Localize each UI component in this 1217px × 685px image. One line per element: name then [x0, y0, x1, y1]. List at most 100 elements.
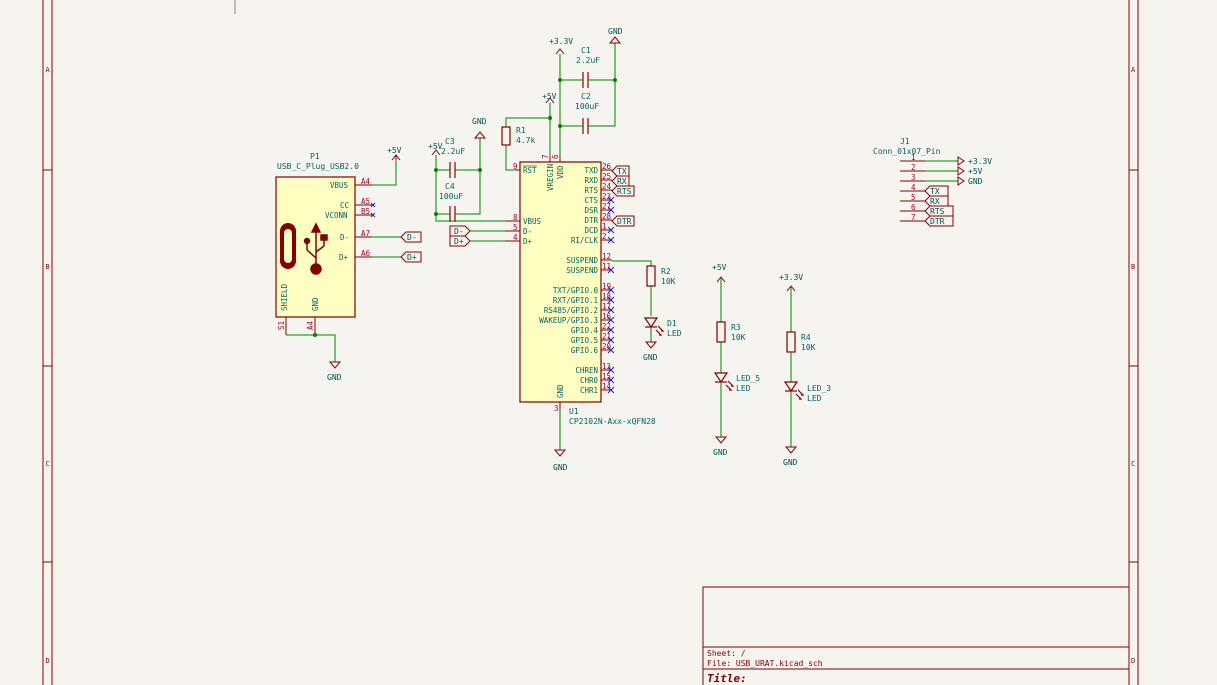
j1-pinnum-6: 6 — [911, 203, 916, 212]
svg-text:GND: GND — [608, 27, 623, 36]
j1-value: Conn_01x07_Pin — [873, 147, 941, 156]
svg-text:LED: LED — [736, 384, 751, 393]
power-5v-u1: +5V — [542, 92, 557, 104]
u1-pin-23: CTS — [584, 196, 598, 205]
svg-text:4.7k: 4.7k — [516, 136, 535, 145]
u1-pin-21: GPIO.5 — [571, 336, 598, 345]
label-dminus-p1: D- — [400, 231, 422, 243]
u1-pin-2: RI/CLK — [571, 236, 599, 245]
u1-pinnum-19: 19 — [602, 282, 611, 291]
u1-pinnum-18: 18 — [602, 292, 612, 301]
u1-pin-14: CHR1 — [580, 386, 598, 395]
u1-pinnum-24: 24 — [602, 182, 612, 191]
j1-pinnum-2: 2 — [911, 163, 916, 172]
svg-text:6: 6 — [551, 154, 560, 159]
power-gnd-c3: GND — [472, 117, 487, 139]
capacitor-c1[interactable]: C1 2.2uF — [576, 46, 600, 88]
p1-value: USB_C_Plug_USB2.0 — [277, 162, 359, 171]
label-dminus-u1: D- — [449, 225, 471, 237]
capacitor-c2[interactable]: C2 100uF — [575, 92, 599, 134]
svg-text:LED: LED — [807, 394, 822, 403]
svg-text:R4: R4 — [801, 333, 811, 342]
led-d1[interactable]: D1 LED GND — [643, 286, 682, 362]
resistor-r4[interactable]: R4 10K — [786, 286, 816, 353]
p1-pinnum-a4: A4 — [361, 177, 371, 186]
u1-pinnum-12: 12 — [602, 252, 611, 261]
u1-pin-15: CHR0 — [580, 376, 599, 385]
j1-net-2: +5V — [968, 167, 983, 176]
label-rts-u1: RTS — [611, 185, 635, 197]
svg-text:R1: R1 — [516, 126, 526, 135]
title-block: Sheet: / File: USB_URAT.kicad_sch Title: — [702, 586, 1130, 685]
power-5v-c3: +5V — [428, 142, 443, 156]
svg-text:C3: C3 — [445, 137, 455, 146]
row-letter-d-left: D — [46, 657, 50, 665]
u1-pin-dminus: D- — [523, 227, 532, 236]
label-rx-u1: RX — [611, 175, 630, 187]
u1-pin-vbus: VBUS — [523, 217, 542, 226]
u1-pin-gnd: GND — [556, 384, 565, 398]
p1-pin-cc: CC — [340, 201, 349, 210]
u1-cp2102n[interactable]: 9 8 5 4 RST VBUS D- D+ 7 6 VREGIN VDD 3 … — [505, 154, 656, 426]
svg-text:D+: D+ — [407, 253, 417, 262]
u1-pin-12: SUSPEND — [566, 256, 598, 265]
svg-text:+5V: +5V — [387, 146, 402, 155]
svg-text:D-: D- — [454, 227, 464, 236]
svg-text:R2: R2 — [661, 267, 671, 276]
capacitor-c3[interactable]: C3 2.2uF — [441, 137, 465, 178]
u1-pinnum-2: 2 — [602, 232, 607, 241]
u1-pinnum-26: 26 — [602, 162, 612, 171]
svg-text:RX: RX — [617, 177, 627, 186]
u1-pin-11: SUSPEND — [566, 266, 598, 275]
u1-pin-24: RTS — [584, 186, 598, 195]
svg-text:+3.3V: +3.3V — [549, 37, 573, 46]
power-gnd-c1: GND — [608, 27, 623, 44]
p1-pin-gnd: GND — [311, 297, 320, 311]
svg-text:C2: C2 — [581, 92, 591, 101]
resistor-r1[interactable]: R1 4.7k — [501, 126, 535, 146]
u1-ref: U1 — [569, 407, 579, 416]
row-letter-b-left: B — [46, 263, 50, 271]
u1-pinnum-17: 17 — [602, 302, 611, 311]
resistor-r2[interactable]: R2 10K — [646, 265, 676, 287]
svg-text:LED_5: LED_5 — [736, 374, 760, 383]
p1-pinnum-b5: B5 — [361, 207, 370, 216]
p1-usb-c-connector[interactable]: P1 USB_C_Plug_USB2.0 VBUS CC VCONN D- D+… — [275, 152, 376, 335]
svg-text:100uF: 100uF — [575, 102, 599, 111]
u1-pinnum-21: 21 — [602, 332, 611, 341]
row-letter-c-left: C — [46, 460, 50, 468]
svg-text:10K: 10K — [731, 333, 746, 342]
j1-net-1: +3.3V — [968, 157, 992, 166]
label-tx-u1: TX — [611, 165, 630, 177]
u1-pinnum-16: 16 — [602, 312, 612, 321]
resistor-r3[interactable]: R3 10K — [716, 277, 746, 343]
frame-row-letters: A B C D A B C D — [46, 66, 1137, 665]
u1-pinnum-28: 28 — [602, 212, 612, 221]
svg-text:GND: GND — [783, 458, 798, 467]
p1-pinnum-a7: A7 — [361, 229, 370, 238]
j1-net-3: GND — [968, 177, 983, 186]
svg-text:D-: D- — [407, 233, 417, 242]
row-letter-a-left: A — [46, 66, 51, 74]
svg-text:+5V: +5V — [542, 92, 557, 101]
j1-net-6: RTS — [930, 207, 945, 216]
u1-pin-dplus: D+ — [523, 237, 533, 246]
u1-pin-rst: RST — [523, 166, 537, 175]
u1-pin-16: WAKEUP/GPIO.3 — [539, 316, 598, 325]
u1-pin-19: TXT/GPIO.0 — [553, 286, 599, 295]
led-led3[interactable]: LED_3 LED GND — [783, 352, 831, 467]
svg-text:R3: R3 — [731, 323, 741, 332]
dline-wiring-u1 — [470, 230, 515, 242]
p1-pin-dminus: D- — [340, 233, 349, 242]
u1-pin-vregin: VREGIN — [546, 164, 555, 191]
capacitor-c4[interactable]: C4 100uF — [439, 182, 463, 222]
power-gnd-p1: GND — [327, 361, 342, 382]
u1-pin-28: DTR — [584, 216, 598, 225]
j1-pinnum-5: 5 — [911, 193, 916, 202]
led-led5[interactable]: LED_5 LED GND — [713, 342, 760, 457]
no-connect-markers-p1 — [370, 202, 376, 218]
svg-text:LED: LED — [667, 329, 682, 338]
